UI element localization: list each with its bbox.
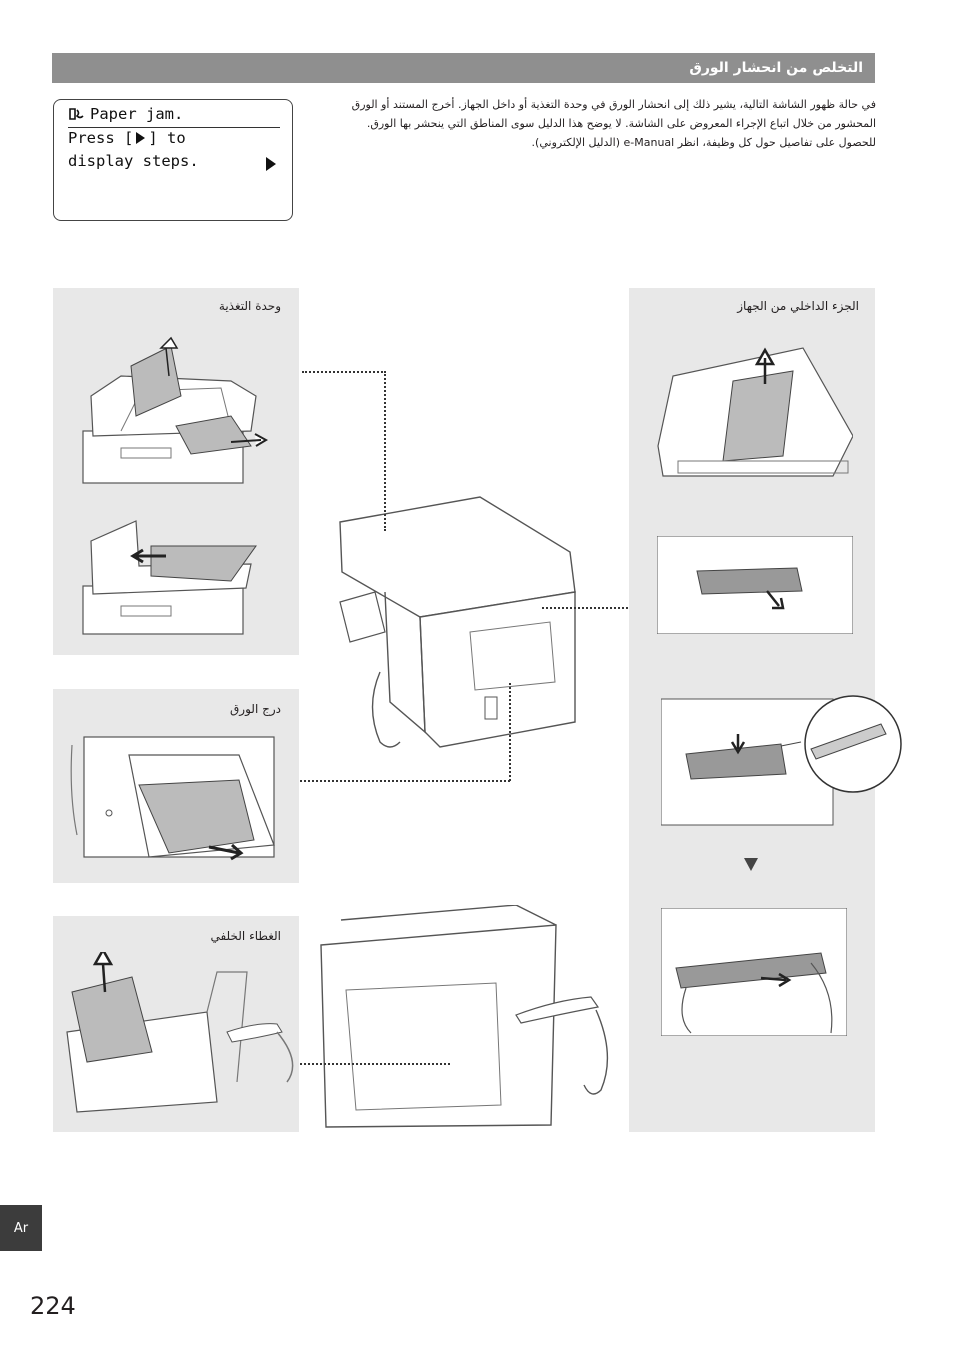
back-cover-panel: الغطاء الخلفي (53, 916, 299, 1132)
lcd-message: Paper jam. (90, 105, 184, 123)
machine-front-illustration (339, 496, 576, 748)
language-tab: Ar (0, 1205, 42, 1251)
inside-label: الجزء الداخلي من الجهاز (737, 299, 859, 313)
lcd-line-1: Paper jam. (68, 105, 183, 123)
machine-back-illustration (320, 905, 609, 1128)
connector-feeder-h (302, 371, 386, 373)
inside-panel: الجزء الداخلي من الجهاز (629, 288, 902, 1132)
page-number: 224 (30, 1292, 76, 1320)
section-title: التخلص من انحشار الورق (689, 60, 863, 76)
section-header: التخلص من انحشار الورق (52, 53, 875, 83)
feeder-open-illustration (82, 336, 269, 484)
connector-inside-h (542, 607, 628, 609)
connector-feeder-v (384, 371, 386, 531)
intro-line-2: المحشور من خلال اتباع الإجراء المعروض عل… (366, 117, 876, 130)
feeder-pull-illustration (82, 520, 257, 635)
lcd-screen: Paper jam. Press [] to display steps. (53, 99, 293, 221)
inside-open-illustration (657, 347, 853, 477)
connector-drawer-h (300, 780, 510, 782)
drawer-panel: درج الورق (53, 689, 299, 883)
connector-back-h (300, 1063, 450, 1065)
intro-text: في حالة ظهور الشاشة التالية، يشير ذلك إل… (320, 95, 876, 152)
lcd-line-3: display steps. (68, 152, 199, 170)
connector-drawer-v (509, 683, 511, 781)
language-code: Ar (13, 1220, 29, 1236)
intro-line-3: للحصول على تفاصيل حول كل وظيفة، انظر e-M… (531, 136, 876, 149)
inside-guide-illustration (661, 695, 902, 826)
back-cover-label: الغطاء الخلفي (210, 929, 281, 943)
intro-line-1: في حالة ظهور الشاشة التالية، يشير ذلك إل… (351, 98, 876, 111)
paper-jam-icon (69, 108, 84, 120)
feeder-label: وحدة التغذية (218, 299, 281, 313)
next-arrow-icon (266, 157, 276, 171)
lcd-line-2: Press [] to (68, 129, 186, 147)
down-triangle-icon (744, 858, 758, 871)
drawer-label: درج الورق (230, 702, 281, 716)
feeder-panel: وحدة التغذية (53, 288, 299, 655)
drawer-illustration (70, 736, 275, 861)
right-arrow-icon (136, 132, 146, 144)
back-cover-illustration (66, 952, 294, 1113)
inside-pull-illustration (657, 536, 853, 634)
lcd-divider (68, 127, 280, 128)
inside-remove-illustration (661, 908, 847, 1036)
